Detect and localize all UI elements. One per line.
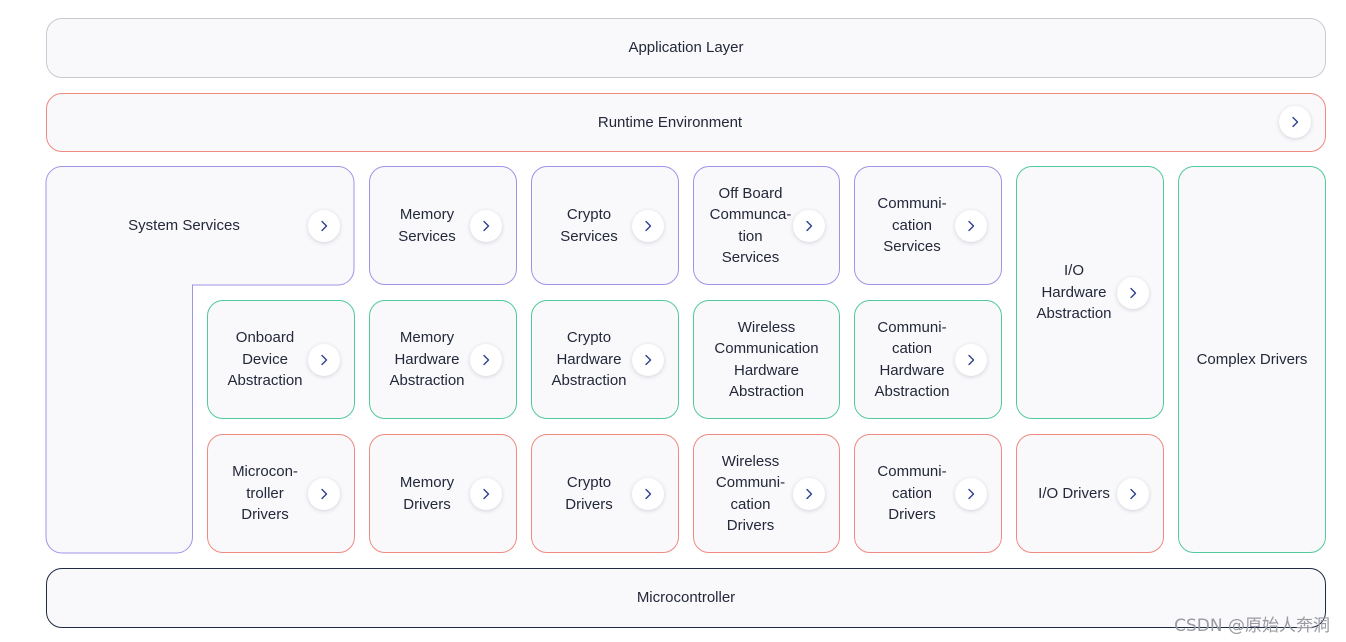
crypto-drivers-expand-icon[interactable] [632,478,664,510]
communication-services-expand-icon[interactable] [955,210,987,242]
crypto-services-label: Crypto Services [560,206,618,245]
application-layer-box [46,18,1326,78]
microcontroller-drivers-expand-icon[interactable] [308,478,340,510]
runtime-environment-label: Runtime Environment [597,113,743,131]
wireless-communication-hardware-abstraction-label: Wireless Communication Hardware Abstract… [714,318,819,401]
crypto-hardware-abstraction-expand-icon[interactable] [632,344,664,376]
system-services-expand-icon[interactable] [308,210,340,242]
communication-drivers-expand-icon[interactable] [955,478,987,510]
communication-hardware-abstraction-label: Communi- cation Hardware Abstraction [874,318,950,401]
memory-drivers-box[interactable] [369,434,517,553]
application-layer-label: Application Layer [628,39,744,57]
microcontroller-box [46,568,1326,628]
memory-hardware-abstraction-expand-icon[interactable] [470,344,502,376]
offboard-communication-services-expand-icon[interactable] [793,210,825,242]
crypto-drivers-label: Crypto Drivers [565,474,613,513]
onboard-device-abstraction-expand-icon[interactable] [308,344,340,376]
onboard-device-abstraction-label: Onboard Device Abstraction [227,329,303,390]
io-hardware-abstraction-expand-icon[interactable] [1117,277,1149,309]
complex-drivers-box[interactable] [1178,166,1326,553]
offboard-communication-services-label: Off Board Communca- tion Services [709,184,792,267]
memory-drivers-label: Memory Drivers [399,474,455,513]
wireless-communication-drivers-label: Wireless Communi- cation Drivers [715,452,786,535]
communication-services-label: Communi- cation Services [877,195,947,256]
communication-drivers-label: Communi- cation Drivers [877,463,947,524]
system-services-label: System Services [128,216,240,234]
io-drivers-label: I/O Drivers [1038,484,1110,502]
wireless-communication-hardware-abstraction-box [693,300,840,419]
memory-services-label: Memory Services [398,206,456,245]
memory-services-expand-icon[interactable] [470,210,502,242]
memory-hardware-abstraction-label: Memory Hardware Abstraction [389,329,465,390]
wireless-communication-drivers-expand-icon[interactable] [793,478,825,510]
runtime-environment-box[interactable] [46,93,1326,152]
io-hardware-abstraction-label: I/O Hardware Abstraction [1036,262,1112,323]
crypto-hardware-abstraction-label: Crypto Hardware Abstraction [551,329,627,390]
io-drivers-expand-icon[interactable] [1117,478,1149,510]
runtime-environment-expand-icon[interactable] [1279,106,1311,138]
microcontroller-label: Microcontroller [636,589,736,607]
microcontroller-drivers-label: Microcon- troller Drivers [232,463,298,524]
complex-drivers-label: Complex Drivers [1196,350,1308,368]
communication-hardware-abstraction-expand-icon[interactable] [955,344,987,376]
watermark-text: CSDN @原始人奔洞 [1174,616,1330,636]
crypto-services-expand-icon[interactable] [632,210,664,242]
memory-drivers-expand-icon[interactable] [470,478,502,510]
